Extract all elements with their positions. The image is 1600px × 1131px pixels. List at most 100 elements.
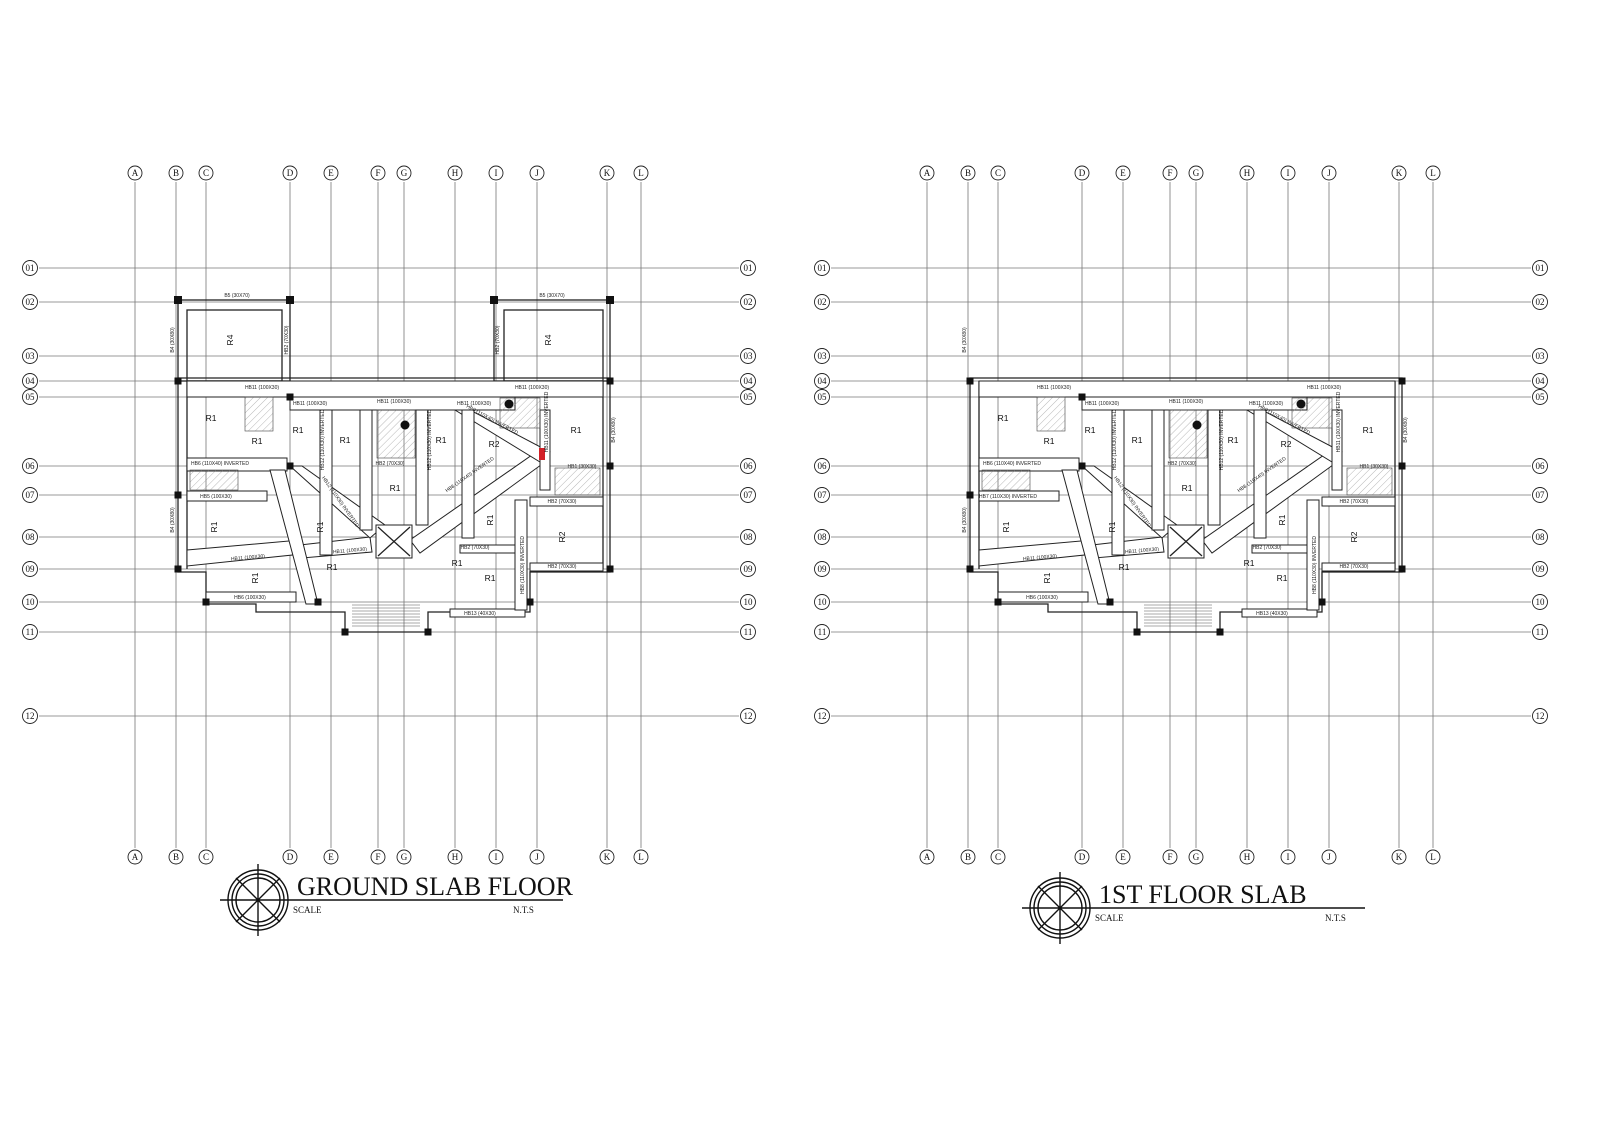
- hatched-shaft: [1168, 409, 1208, 459]
- beam-label: B4 (30X80): [962, 327, 968, 353]
- scale-label: SCALE: [1095, 913, 1124, 923]
- grid-bubble: [814, 389, 830, 405]
- grid-label-02: 02: [744, 297, 753, 307]
- beam-label: HB2 (70X30): [461, 545, 490, 551]
- beam-label: HB11 (100X30): [333, 546, 368, 555]
- grid-bubble: [1321, 165, 1337, 181]
- hatched-shaft: [376, 409, 416, 459]
- grid-label-K: K: [1396, 168, 1403, 178]
- grid-label-C: C: [995, 168, 1001, 178]
- grid-bubble: [599, 165, 615, 181]
- grid-bubble: [814, 294, 830, 310]
- grid-label-02: 02: [1536, 297, 1545, 307]
- grid-bubble: [488, 165, 504, 181]
- grid-bubble: [919, 165, 935, 181]
- grid-label-H: H: [1244, 852, 1251, 862]
- grid-bubble: [814, 348, 830, 364]
- grid-bubble: [1532, 348, 1548, 364]
- beam-label: HB8 (110X30) INVERTED: [1312, 536, 1318, 594]
- grid-label-01: 01: [744, 263, 753, 273]
- highlighted-column: [539, 448, 545, 460]
- room-label: R1: [1182, 483, 1193, 493]
- beam-hb12: [415, 409, 429, 526]
- room-label: R1: [436, 435, 447, 445]
- beam-hb2: [529, 496, 604, 507]
- hatched-shaft: [981, 469, 1031, 491]
- room-label: R1: [452, 558, 463, 568]
- grid-bubble: [282, 165, 298, 181]
- grid-bubble: [22, 708, 38, 724]
- grid-label-07: 07: [818, 490, 828, 500]
- grid-label-05: 05: [744, 392, 754, 402]
- grid-label-I: I: [495, 168, 498, 178]
- grid-bubble: [1532, 294, 1548, 310]
- grid-label-G: G: [1193, 852, 1200, 862]
- column: [1398, 377, 1406, 385]
- grid-label-G: G: [1193, 168, 1200, 178]
- room-label: R1: [1277, 573, 1288, 583]
- room-label: R2: [557, 531, 567, 542]
- grid-bubble: [22, 529, 38, 545]
- grid-label-03: 03: [26, 351, 36, 361]
- grid-label-J: J: [535, 852, 539, 862]
- beam-label: HB11 (100X30): [1249, 401, 1283, 407]
- grid-bubble: [22, 373, 38, 389]
- grid-label-F: F: [1167, 852, 1172, 862]
- grid-label-C: C: [203, 168, 209, 178]
- grid-bubble: [1532, 260, 1548, 276]
- hatched-shaft: [554, 467, 601, 496]
- grid-bubble: [740, 260, 756, 276]
- grid-bubble: [1532, 594, 1548, 610]
- room-label: R1: [340, 435, 351, 445]
- beam-label: HB11 (100X30): [1023, 553, 1058, 562]
- beam-label: B4 (30X80): [170, 327, 176, 353]
- grid-label-10: 10: [1536, 597, 1546, 607]
- column: [606, 296, 614, 304]
- grid-bubble: [22, 389, 38, 405]
- grid-bubble: [1532, 624, 1548, 640]
- room-label: R2: [1281, 439, 1292, 449]
- grid-bubble: [529, 849, 545, 865]
- column: [1318, 598, 1326, 606]
- beam-label: B5 (30X70): [539, 293, 565, 299]
- room-label: R1: [1044, 436, 1055, 446]
- beam-label: HB2 (70X30): [495, 325, 501, 354]
- grid-bubble: [529, 165, 545, 181]
- grid-label-10: 10: [26, 597, 36, 607]
- scale-label: SCALE: [293, 905, 322, 915]
- grid-label-B: B: [965, 168, 971, 178]
- grid-bubble: [198, 849, 214, 865]
- column: [490, 296, 498, 304]
- grid-label-04: 04: [744, 376, 754, 386]
- grid-bubble: [740, 487, 756, 503]
- room-label: R2: [489, 439, 500, 449]
- beam-hb12: [359, 409, 373, 531]
- grid-label-07: 07: [26, 490, 36, 500]
- beam-label: HB11 (100X30): [1125, 546, 1160, 555]
- grid-label-K: K: [604, 168, 611, 178]
- grid-bubble: [599, 849, 615, 865]
- grid-label-C: C: [995, 852, 1001, 862]
- room-label: R1: [293, 425, 304, 435]
- grid-label-B: B: [965, 852, 971, 862]
- column: [1133, 628, 1141, 636]
- grid-label-08: 08: [818, 532, 828, 542]
- grid-bubble: [1425, 849, 1441, 865]
- hatched-shaft: [1036, 396, 1066, 432]
- grid-bubble: [740, 708, 756, 724]
- beam-label: HB6 (110X40) INVERTED: [983, 461, 1041, 467]
- room-label: R1: [390, 483, 401, 493]
- hatched-shaft: [189, 469, 239, 491]
- grid-bubble: [814, 624, 830, 640]
- grid-label-05: 05: [818, 392, 828, 402]
- grid-label-G: G: [401, 168, 408, 178]
- beam-hb12: [461, 409, 475, 539]
- beam-label: HB2 (70X30): [548, 499, 577, 505]
- grid-label-03: 03: [744, 351, 754, 361]
- grid-bubble: [814, 708, 830, 724]
- beam-hb5: [978, 490, 1060, 502]
- room-r4-right-inner: [503, 309, 604, 382]
- grid-bubble: [740, 624, 756, 640]
- grid-bubble: [960, 849, 976, 865]
- grid-label-I: I: [1287, 168, 1290, 178]
